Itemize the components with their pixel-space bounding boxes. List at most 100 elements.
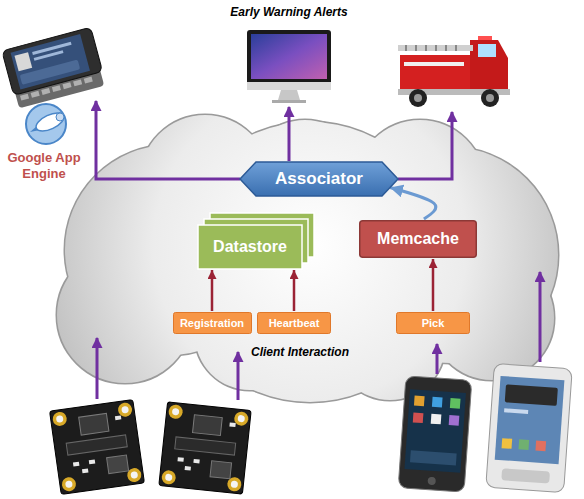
- phone-nexus-part: [450, 398, 461, 409]
- sensor-board-part: [159, 402, 251, 494]
- alert-arrows-part: [539, 272, 542, 362]
- interface-box: Heartbeat: [257, 312, 331, 334]
- datastore-stack: Datastore: [198, 213, 314, 269]
- alert-arrows-part: [398, 112, 452, 179]
- fire-truck-part: [478, 36, 492, 40]
- app-engine-logo-part: [56, 113, 64, 121]
- flow-arrow: [211, 270, 214, 311]
- phone-htc-part: [504, 408, 528, 414]
- fire-truck-part: [470, 40, 508, 93]
- node-text: Datastore: [213, 238, 287, 256]
- phone-n900-part: [41, 88, 50, 95]
- phone-htc-part: [505, 384, 558, 406]
- node-text: Heartbeat: [269, 317, 320, 330]
- phone-htc-part: [502, 438, 513, 449]
- phone-nexus: [398, 376, 472, 492]
- fire-truck-part: [414, 94, 422, 102]
- phone-n900-part: [11, 34, 90, 89]
- phone-n900-part: [32, 42, 71, 55]
- phone-htc-part: [518, 439, 529, 450]
- fire-truck-part: [415, 45, 417, 51]
- node-text: Associator: [275, 169, 363, 189]
- alert-arrows-part: [436, 344, 439, 374]
- phone-nexus-part: [414, 395, 425, 406]
- stack-layer: [198, 225, 302, 269]
- associator-hexagon: Associator: [240, 162, 398, 196]
- phone-htc-part: [501, 468, 550, 483]
- alert-arrows-part: [288, 107, 291, 161]
- imac-part: [247, 30, 331, 88]
- app-engine-logo: [26, 104, 67, 144]
- flow-arrow: [432, 259, 435, 311]
- app-engine-logo-part: [33, 109, 66, 134]
- cloud-part: [57, 115, 558, 402]
- hexagon-outline: [240, 162, 398, 196]
- cache-box: Memcache: [359, 220, 477, 258]
- app-engine-logo-part: [26, 104, 66, 144]
- node-text: Registration: [180, 317, 244, 330]
- box-outline: [360, 221, 477, 258]
- phone-n900: [2, 27, 106, 109]
- box-outline: [258, 313, 331, 334]
- fire-truck: [398, 36, 510, 107]
- imac-part: [251, 34, 327, 79]
- title: Early Warning Alerts: [230, 5, 347, 19]
- phone-htc-part: [535, 441, 546, 452]
- interface-box: Pick: [396, 312, 470, 334]
- phone-n900-part: [52, 85, 61, 92]
- fire-truck-part: [455, 45, 457, 51]
- phone-n900-part: [63, 82, 72, 89]
- imac-part: [272, 100, 306, 103]
- phone-htc: [486, 363, 572, 492]
- sensor-board-part: [50, 400, 145, 495]
- phone-n900-part: [20, 60, 81, 85]
- phone-nexus-part: [432, 397, 443, 408]
- fire-truck-part: [435, 45, 437, 51]
- box-outline: [173, 313, 251, 334]
- phone-nexus-part: [431, 414, 442, 425]
- flow-arrow: [390, 188, 436, 220]
- alert-arrows-part: [96, 101, 240, 179]
- fire-truck-part: [486, 94, 494, 102]
- node-text: Memcache: [377, 230, 459, 248]
- alert-arrows-part: [96, 338, 99, 399]
- fire-truck-part: [405, 45, 407, 51]
- phone-n900-part: [20, 94, 29, 101]
- platform-label: Google App Engine: [5, 150, 83, 181]
- phone-n900-part: [31, 91, 40, 98]
- phone-nexus-part: [449, 415, 460, 426]
- phone-n900-part: [73, 79, 82, 86]
- fire-truck-part: [409, 89, 427, 107]
- box-outline: [397, 313, 470, 334]
- imac-part: [247, 82, 331, 90]
- phone-n900-part: [84, 77, 93, 84]
- fire-truck-part: [404, 62, 464, 66]
- fire-truck-part: [425, 45, 427, 51]
- phone-htc-part: [486, 363, 572, 492]
- phone-nexus-part: [413, 412, 424, 423]
- group-label: Client Interaction: [251, 345, 349, 359]
- phone-n900-part: [2, 27, 103, 95]
- phone-n900-part: [14, 52, 32, 71]
- fire-truck-part: [400, 55, 472, 93]
- sensor-board: [50, 400, 252, 495]
- interface-box: Registration: [173, 312, 252, 334]
- flow-arrow: [293, 270, 296, 311]
- imac: [247, 30, 331, 103]
- phone-nexus-part: [398, 376, 472, 492]
- phone-nexus-part: [404, 389, 465, 473]
- phone-htc-part: [495, 376, 565, 464]
- phone-n900-part: [34, 50, 64, 61]
- fire-truck-part: [445, 45, 447, 51]
- imac-part: [278, 90, 300, 100]
- alert-arrows: [96, 101, 540, 400]
- phone-nexus-part: [427, 477, 436, 486]
- fire-truck-part: [478, 44, 496, 57]
- node-text: Pick: [422, 317, 445, 330]
- alert-arrows-part: [237, 352, 240, 400]
- fire-truck-part: [481, 89, 499, 107]
- cloud-part: [57, 115, 558, 402]
- fire-truck-part: [398, 45, 473, 51]
- cloud: [57, 115, 558, 402]
- phone-nexus-part: [410, 450, 457, 465]
